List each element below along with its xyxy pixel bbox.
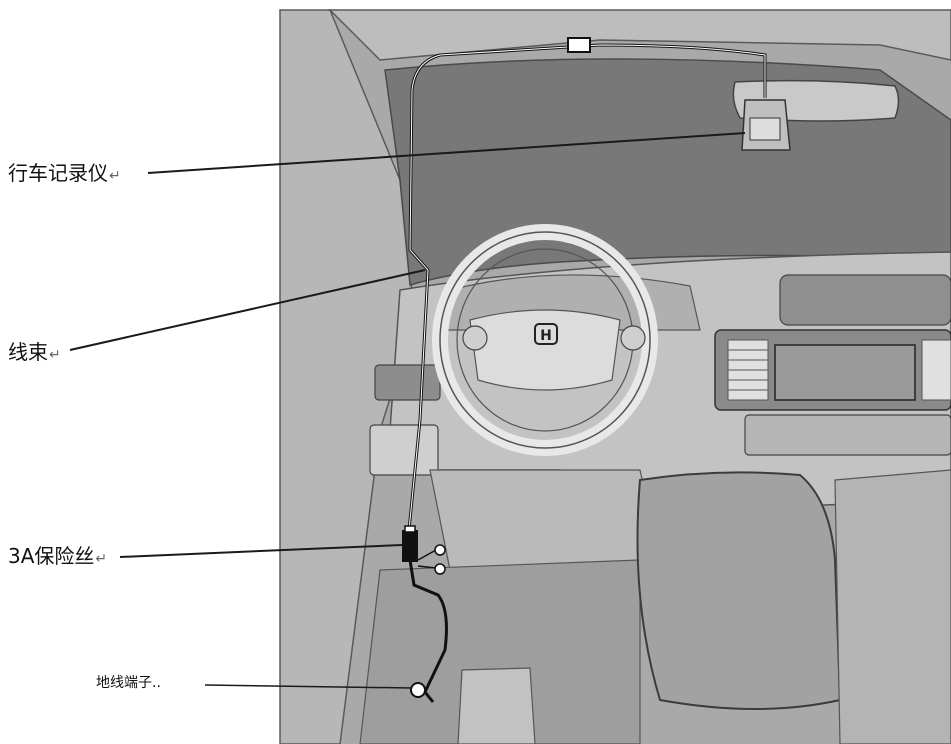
label-wiring-harness-text: 线束 (8, 340, 48, 364)
accelerator-pedal (457, 667, 536, 744)
vent-grilles (727, 339, 951, 401)
leader-line-ground (204, 684, 413, 689)
label-dash-recorder: 行车记录仪↵ (8, 163, 121, 183)
steering-hub (469, 309, 621, 391)
leader-line-recorder (147, 132, 746, 174)
harness-connector (567, 37, 591, 53)
center-tunnel (834, 469, 951, 744)
ground-suffix: .. (152, 675, 161, 691)
label-ground-terminal: 地线端子.. (96, 676, 161, 690)
label-dash-recorder-text: 行车记录仪 (8, 161, 108, 185)
svg-text:H: H (540, 328, 552, 344)
leader-line-harness (69, 269, 426, 351)
honda-emblem-icon: H (534, 323, 558, 345)
return-mark: ↵ (109, 168, 121, 184)
left-vent (374, 364, 441, 401)
switch-panel (369, 424, 439, 476)
label-wiring-harness: 线束↵ (8, 342, 61, 362)
center-screen (774, 344, 916, 401)
wiring-harness-lower (408, 559, 448, 703)
climate-panel (744, 414, 951, 456)
wire-taps (417, 544, 446, 575)
leader-line-fuse (119, 544, 403, 558)
steering-wheel (432, 224, 658, 456)
lower-knee-panel (429, 469, 661, 571)
label-fuse-text: 3A保险丝 (8, 544, 95, 568)
front-seat (636, 471, 842, 710)
ground-terminal-icon (410, 682, 426, 698)
return-mark: ↵ (49, 347, 61, 363)
upper-display (779, 274, 951, 326)
inline-fuse-icon (402, 525, 418, 562)
return-mark: ↵ (95, 551, 108, 567)
roof-liner (328, 9, 951, 61)
label-fuse: 3A保险丝↵ (8, 546, 107, 566)
label-ground-terminal-text: 地线端子 (96, 675, 152, 691)
dash-camera-icon (741, 99, 791, 151)
